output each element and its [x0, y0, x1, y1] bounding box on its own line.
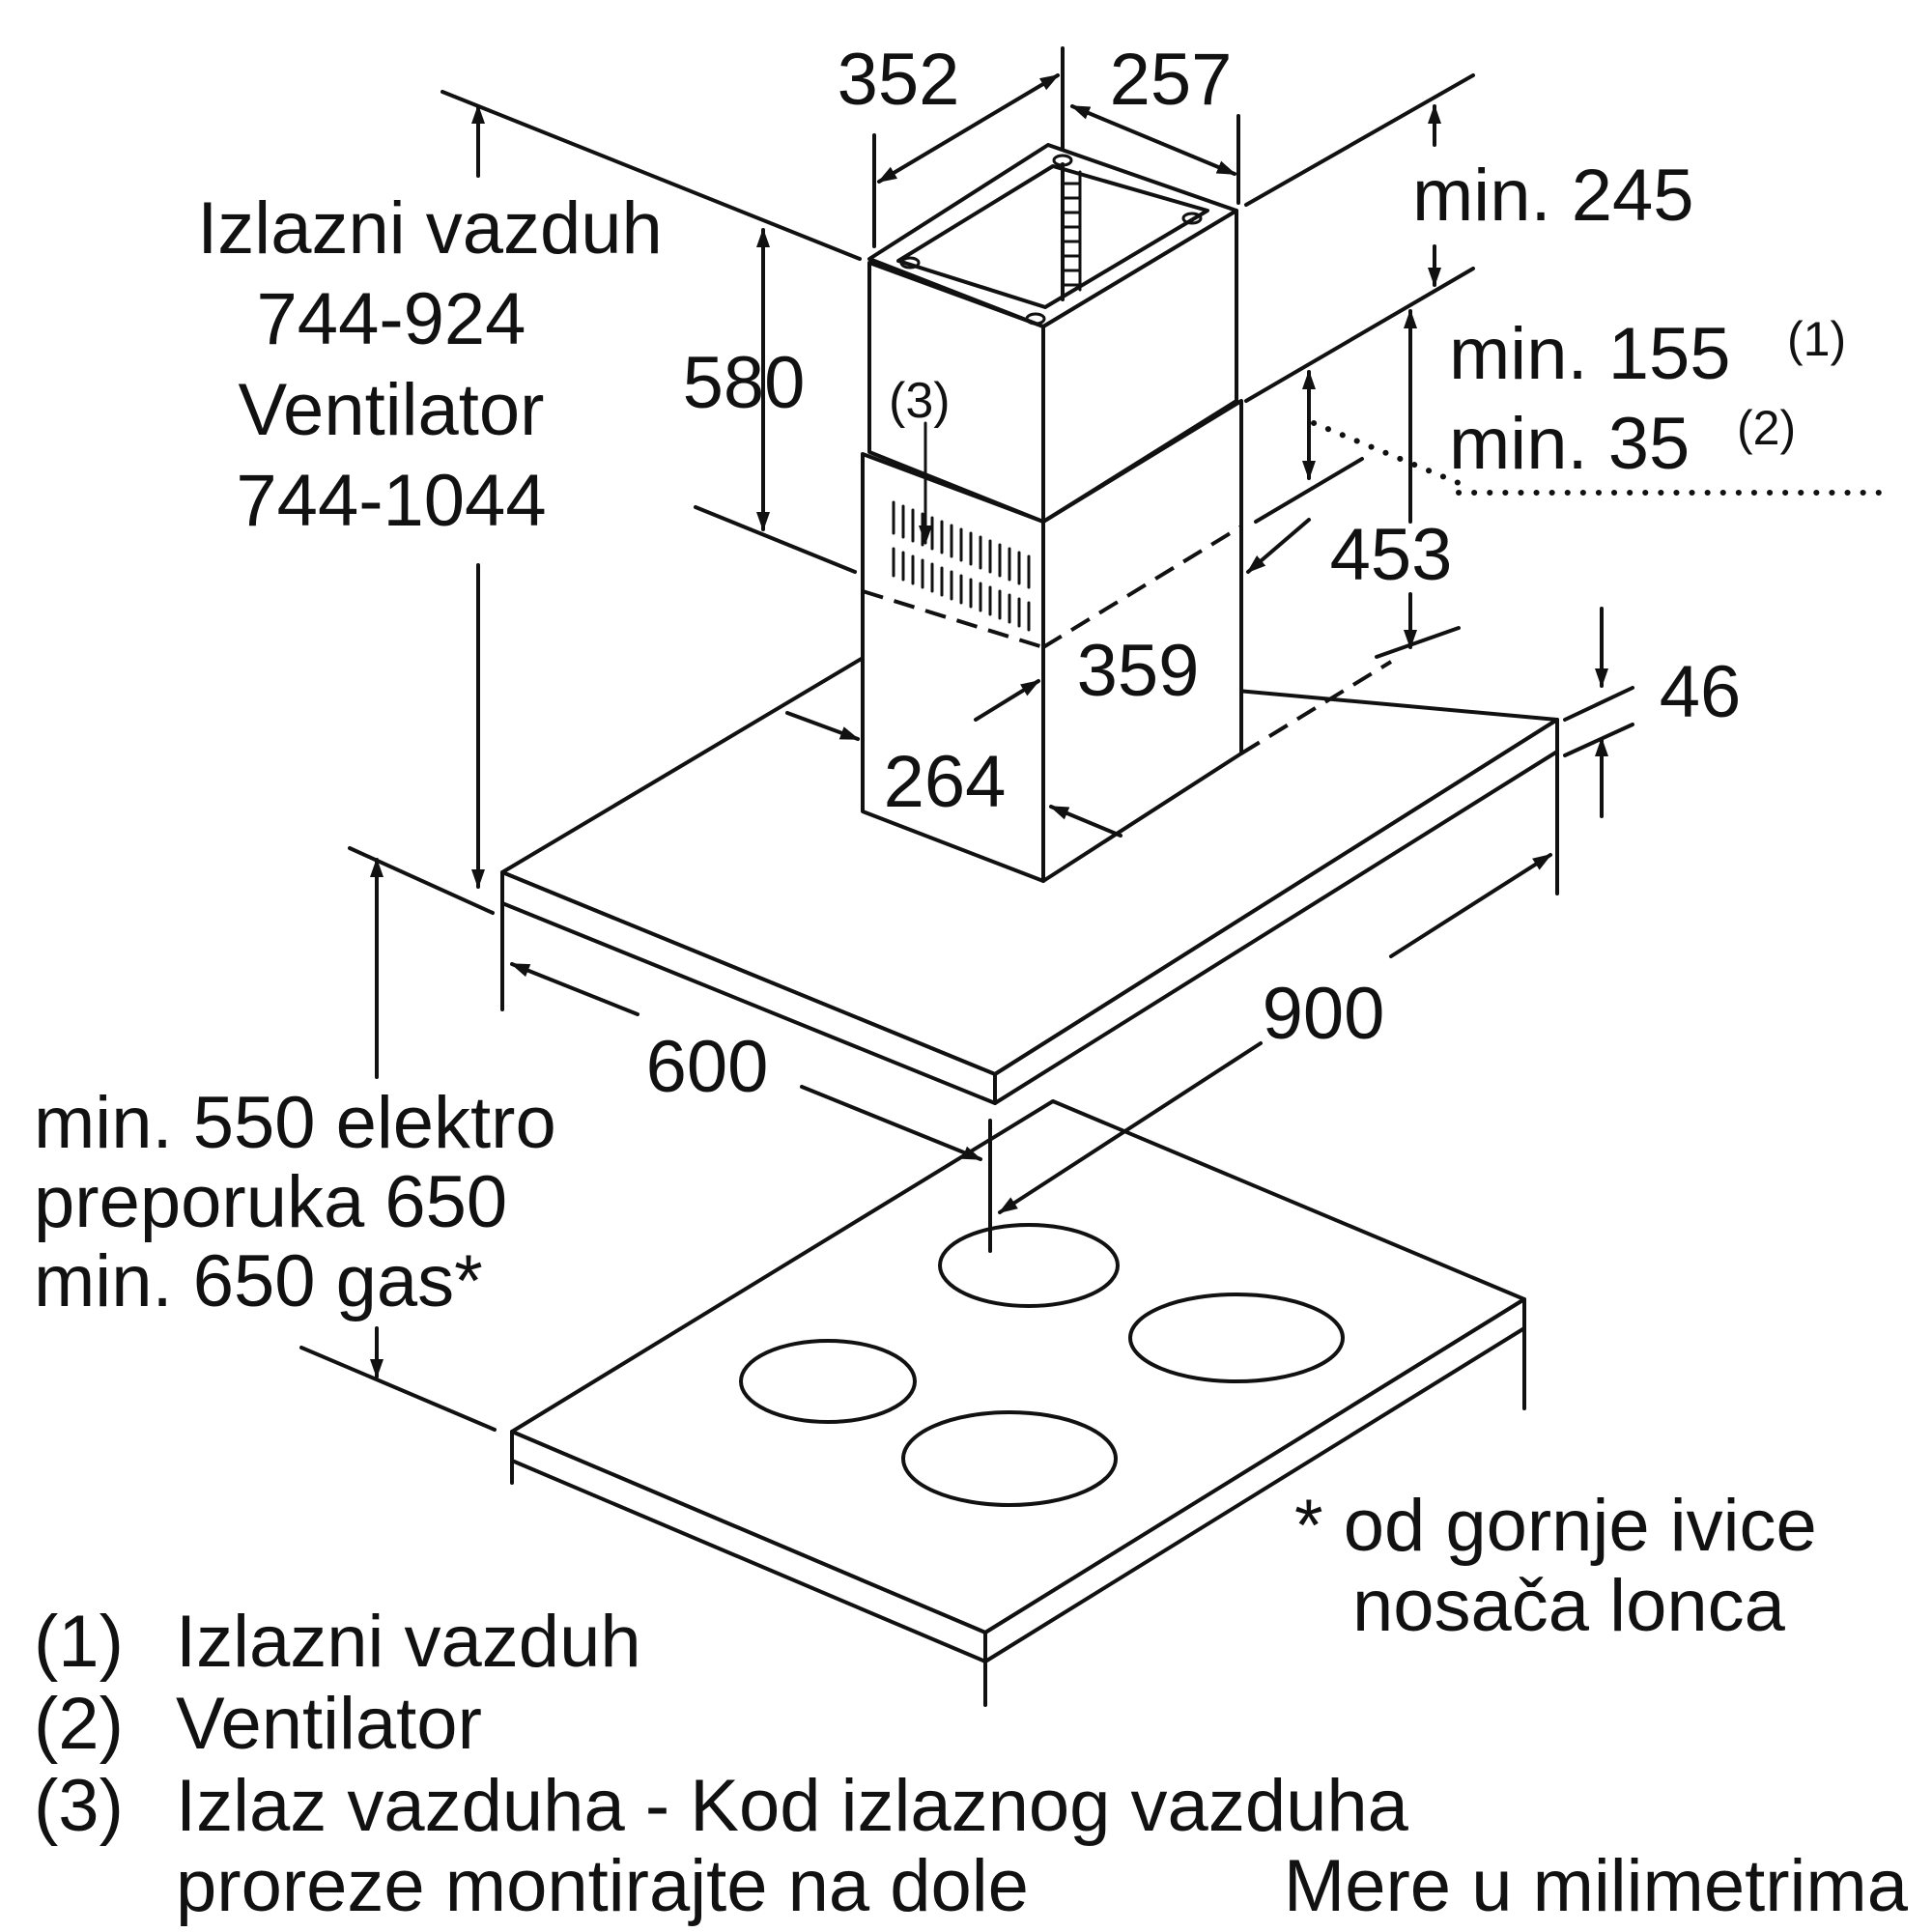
dim-359: 359 — [1077, 630, 1200, 712]
legend-num-2: (2) — [34, 1683, 124, 1765]
label-izlazni-vazduh: Izlazni vazduh — [197, 187, 663, 270]
legend-text-3: Izlaz vazduha - Kod izlaznog vazduha — [176, 1765, 1409, 1847]
label-preporuka-650: preporuka 650 — [34, 1161, 507, 1243]
dim-453: 453 — [1330, 514, 1453, 596]
legend-num-3: (3) — [34, 1765, 124, 1847]
dim-46: 46 — [1660, 651, 1742, 733]
dim-min-155: min. 155 — [1449, 313, 1731, 395]
dim-600: 600 — [646, 1026, 769, 1108]
label-744-1044: 744-1044 — [236, 460, 546, 542]
burner-back — [938, 1223, 1120, 1308]
dim-580: 580 — [683, 342, 806, 424]
footnote: * od gornje ivice nosača lonca — [1294, 1485, 1817, 1647]
label-min-650-gas: min. 650 gas* — [34, 1240, 483, 1322]
dim-min-155-ref: (1) — [1787, 312, 1846, 366]
footnote-line2: nosača lonca — [1352, 1565, 1786, 1647]
air-outlet-dotted-line — [1311, 420, 1462, 486]
legend-text-3-cont: proreze montirajte na dole — [176, 1845, 1029, 1927]
legend: (1) Izlazni vazduh (2) Ventilator (3) Iz… — [34, 1601, 1909, 1927]
dim-900: 900 — [1263, 973, 1385, 1055]
dim-257: 257 — [1110, 39, 1233, 121]
slot-ref-3: (3) — [889, 373, 951, 429]
legend-text-1: Izlazni vazduh — [176, 1601, 641, 1683]
legend-text-2: Ventilator — [176, 1683, 482, 1765]
footnote-line1: * od gornje ivice — [1294, 1485, 1817, 1567]
label-744-924: 744-924 — [257, 278, 526, 360]
dimension-lines — [299, 46, 1891, 1432]
vent-slots — [892, 500, 1031, 632]
cooktop — [510, 1099, 1526, 1707]
dimension-labels: 352 257 min. 245 580 min. 155 (1) min. 3… — [646, 39, 1847, 1108]
burner-left — [739, 1339, 917, 1424]
chimney-hidden-edge — [1239, 660, 1393, 755]
burner-front — [901, 1410, 1118, 1507]
chimney-upper — [867, 143, 1238, 524]
label-min-550: min. 550 elektro — [34, 1082, 556, 1164]
units-note: Mere u milimetrima — [1284, 1845, 1909, 1927]
chimney-lower — [861, 399, 1243, 883]
dim-352: 352 — [838, 39, 960, 121]
dim-min-245: min. 245 — [1412, 155, 1694, 237]
dim-min-35: min. 35 — [1449, 403, 1690, 485]
label-ventilator: Ventilator — [239, 369, 545, 451]
dim-264: 264 — [884, 741, 1007, 823]
burner-right — [1128, 1293, 1345, 1383]
dim-min-35-ref: (2) — [1737, 401, 1796, 455]
min-height-labels: min. 550 elektro preporuka 650 min. 650 … — [34, 1082, 556, 1322]
legend-num-1: (1) — [34, 1601, 124, 1683]
left-height-labels: Izlazni vazduh 744-924 Ventilator 744-10… — [197, 187, 663, 542]
